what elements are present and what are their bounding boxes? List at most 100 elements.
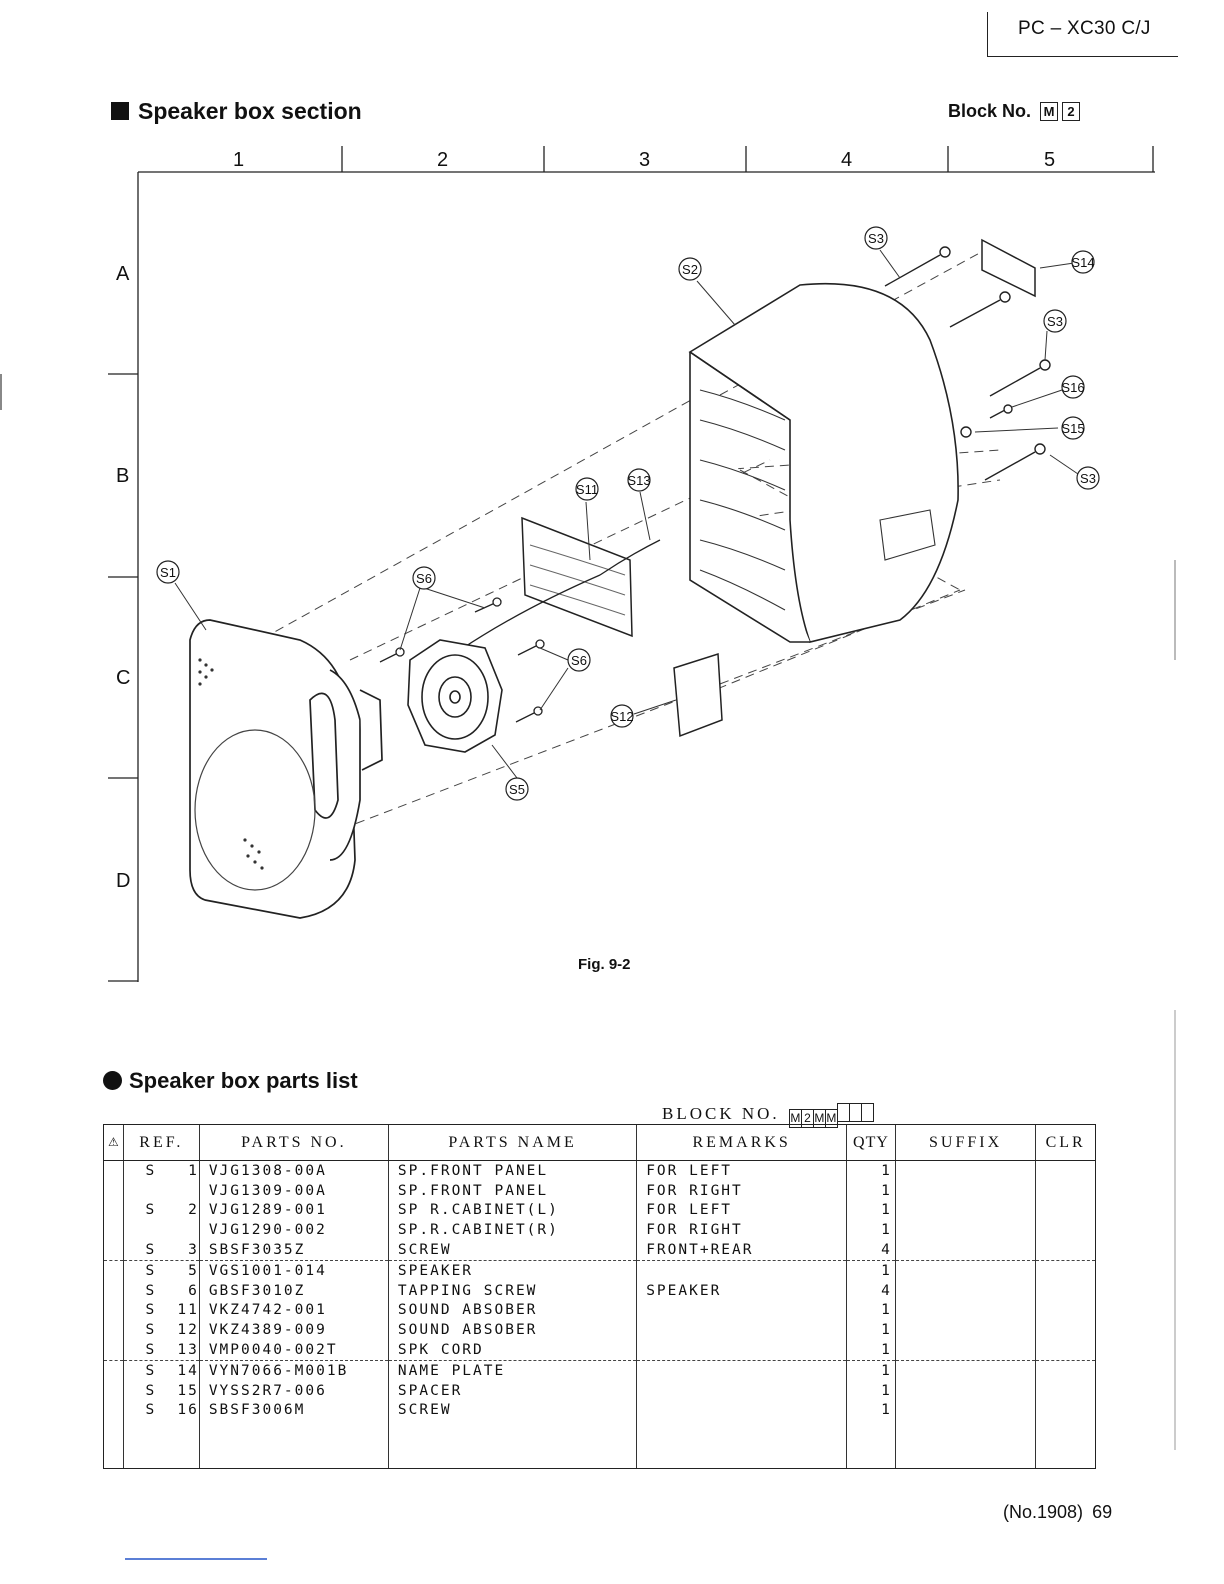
col-clr: CLR <box>1035 1124 1096 1161</box>
block-number-label: Block No. <box>948 101 1032 121</box>
cell-qty: 1 <box>846 1180 896 1201</box>
exploded-view-diagram: 1 2 3 4 5 A B C D <box>108 146 1155 982</box>
ref-number: 1 <box>188 1162 199 1179</box>
section-title-text: Speaker box section <box>138 98 362 124</box>
parts-table: ⚠ REF. PARTS NO. PARTS NAME REMARKS QTY … <box>103 1124 1096 1470</box>
callout-label: S12 <box>610 709 633 724</box>
front-panel-drawing <box>189 619 383 919</box>
grid-row-label: C <box>116 667 130 689</box>
grid-col-label: 4 <box>841 149 852 171</box>
name-plate-drawing <box>981 238 1036 298</box>
cell-remarks <box>636 1300 847 1321</box>
cell-clr <box>1035 1259 1096 1281</box>
grid-col-label: 3 <box>639 149 650 171</box>
callout-label: S14 <box>1071 255 1094 270</box>
cell-suffix <box>894 1400 1036 1421</box>
page-number: 69 <box>1092 1502 1113 1522</box>
cell-remarks: FOR RIGHT <box>636 1180 847 1201</box>
cell-parts-no: VGS1001-014 <box>198 1259 389 1281</box>
edge-mark <box>1174 1010 1176 1450</box>
cell-suffix <box>894 1200 1036 1221</box>
cell-remarks: FRONT+REAR <box>636 1240 847 1261</box>
figure-caption: Fig. 9-2 <box>578 956 631 973</box>
cell-parts-no: VJG1308-00A <box>198 1160 389 1181</box>
cell-clr <box>1035 1280 1096 1301</box>
ref-number: 12 <box>177 1322 199 1339</box>
ref-number: 2 <box>188 1202 199 1219</box>
circle-bullet-icon <box>103 1071 122 1090</box>
callout-label: S11 <box>576 482 598 497</box>
cell-parts-name: SOUND ABSOBER <box>387 1320 637 1341</box>
cell-warning <box>103 1359 124 1381</box>
col-remarks: REMARKS <box>636 1124 847 1161</box>
col-qty: QTY <box>846 1124 896 1161</box>
cell-clr <box>1035 1400 1096 1421</box>
cell-parts-name: SP.FRONT PANEL <box>387 1180 637 1201</box>
cell-warning <box>103 1380 124 1401</box>
cell-warning <box>103 1400 124 1421</box>
callout-label: S6 <box>416 571 432 586</box>
cell-clr <box>1035 1180 1096 1201</box>
rear-cabinet-drawing <box>688 282 959 643</box>
cell-qty: 1 <box>846 1200 896 1221</box>
cell-qty: 1 <box>846 1320 896 1341</box>
cell-warning <box>103 1259 124 1281</box>
model-number: PC – XC30 C/J <box>1018 18 1151 39</box>
sound-absorber-2-drawing <box>673 652 723 738</box>
cell-clr <box>1035 1359 1096 1381</box>
cell-parts-name: SP.FRONT PANEL <box>387 1160 637 1181</box>
cell-ref: S 12 <box>122 1320 200 1341</box>
grid-row-label: A <box>116 263 130 285</box>
cell-qty: 1 <box>846 1259 896 1281</box>
table-blank-row <box>103 1420 1096 1470</box>
cell-clr <box>1035 1220 1096 1241</box>
grid-col-label: 2 <box>437 149 448 171</box>
col-suffix: SUFFIX <box>894 1124 1036 1161</box>
model-header-box: PC – XC30 C/J <box>987 12 1178 57</box>
cell-remarks <box>636 1259 847 1281</box>
cell-suffix <box>894 1160 1036 1181</box>
cell-parts-no: SBSF3035Z <box>198 1240 389 1261</box>
col-parts-no: PARTS NO. <box>198 1124 389 1161</box>
cell-remarks <box>636 1340 847 1361</box>
cell-remarks <box>636 1359 847 1381</box>
ref-prefix: S <box>145 1382 157 1399</box>
cell-suffix <box>894 1300 1036 1321</box>
cell-remarks: FOR LEFT <box>636 1200 847 1221</box>
cell-parts-name: SOUND ABSOBER <box>387 1300 637 1321</box>
col-ref: REF. <box>122 1124 200 1161</box>
cell-suffix <box>894 1240 1036 1261</box>
cell-parts-no: VJG1289-001 <box>198 1200 389 1221</box>
cell-clr <box>1035 1320 1096 1341</box>
ref-number: 6 <box>188 1282 199 1299</box>
grid-row-label: D <box>116 870 130 892</box>
cell-parts-name: SCREW <box>387 1240 637 1261</box>
cell-qty: 1 <box>846 1359 896 1381</box>
ref-prefix: S <box>145 1202 157 1219</box>
cell-parts-name: SP R.CABINET(L) <box>387 1200 637 1221</box>
ref-prefix: S <box>145 1322 157 1339</box>
cell-qty: 4 <box>846 1240 896 1261</box>
cell-parts-no: SBSF3006M <box>198 1400 389 1421</box>
cell-ref <box>122 1180 200 1201</box>
cell-parts-no: VMP0040-002T <box>198 1340 389 1361</box>
callout-label: S16 <box>1061 380 1084 395</box>
cell-qty: 1 <box>846 1220 896 1241</box>
ref-prefix: S <box>145 1262 157 1279</box>
cell-remarks <box>636 1380 847 1401</box>
cell-warning <box>103 1240 124 1261</box>
ref-number: 16 <box>177 1402 199 1419</box>
callout-label: S5 <box>509 782 525 797</box>
cell-parts-no: GBSF3010Z <box>198 1280 389 1301</box>
cell-suffix <box>894 1180 1036 1201</box>
